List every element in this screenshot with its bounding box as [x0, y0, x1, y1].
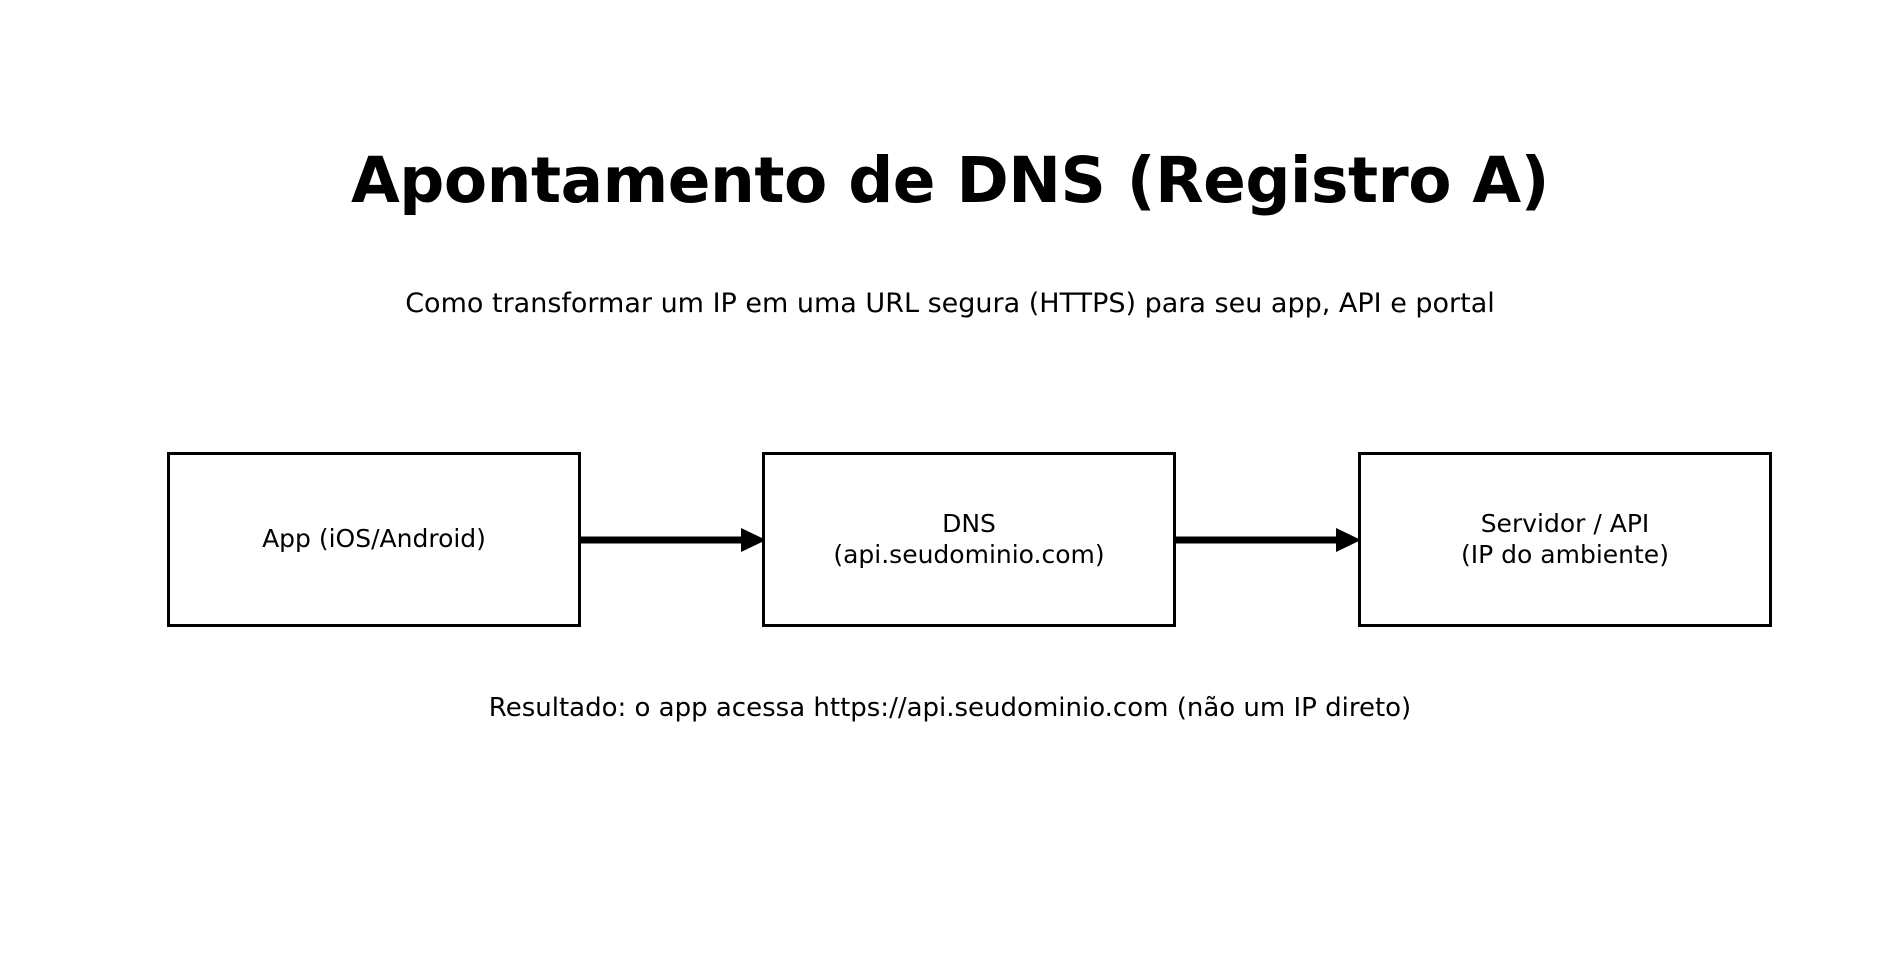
- flow-node-servidor-label: Servidor / API (IP do ambiente): [1461, 509, 1669, 569]
- page-title: Apontamento de DNS (Registro A): [351, 144, 1549, 217]
- flow-node-app: App (iOS/Android): [167, 452, 581, 627]
- flow-node-servidor: Servidor / API (IP do ambiente): [1358, 452, 1772, 627]
- flow-node-dns: DNS (api.seudominio.com): [762, 452, 1176, 627]
- flow-arrow-dns-to-servidor: [1176, 524, 1361, 556]
- page-subtitle: Como transformar um IP em uma URL segura…: [405, 288, 1495, 319]
- flow-row: App (iOS/Android) DNS (api.seudominio.co…: [0, 452, 1900, 632]
- flow-node-dns-label: DNS (api.seudominio.com): [833, 509, 1105, 569]
- flow-node-app-label: App (iOS/Android): [262, 524, 486, 554]
- flow-arrow-app-to-dns: [581, 524, 766, 556]
- result-note: Resultado: o app acessa https://api.seud…: [488, 693, 1412, 723]
